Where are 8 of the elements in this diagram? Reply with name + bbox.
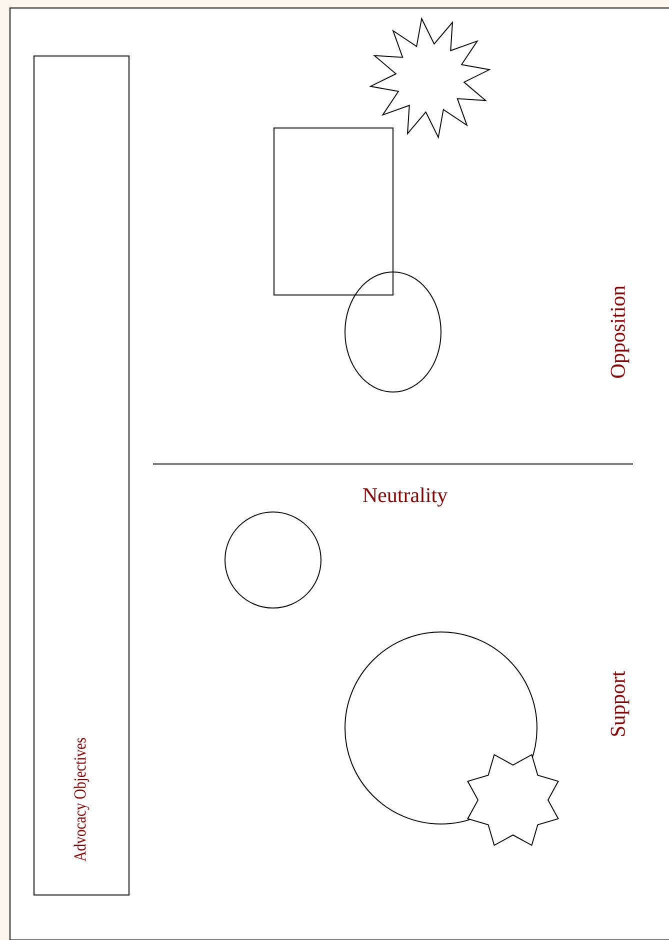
objectives-box: Advocacy Objectives	[34, 56, 130, 896]
axis-label: Neutrality	[363, 487, 448, 507]
axis-label: Opposition	[610, 286, 630, 378]
empty-box	[274, 128, 394, 296]
ellipse	[344, 272, 442, 392]
axis-label: Support	[610, 670, 630, 736]
star	[466, 754, 559, 846]
circle	[224, 512, 322, 608]
